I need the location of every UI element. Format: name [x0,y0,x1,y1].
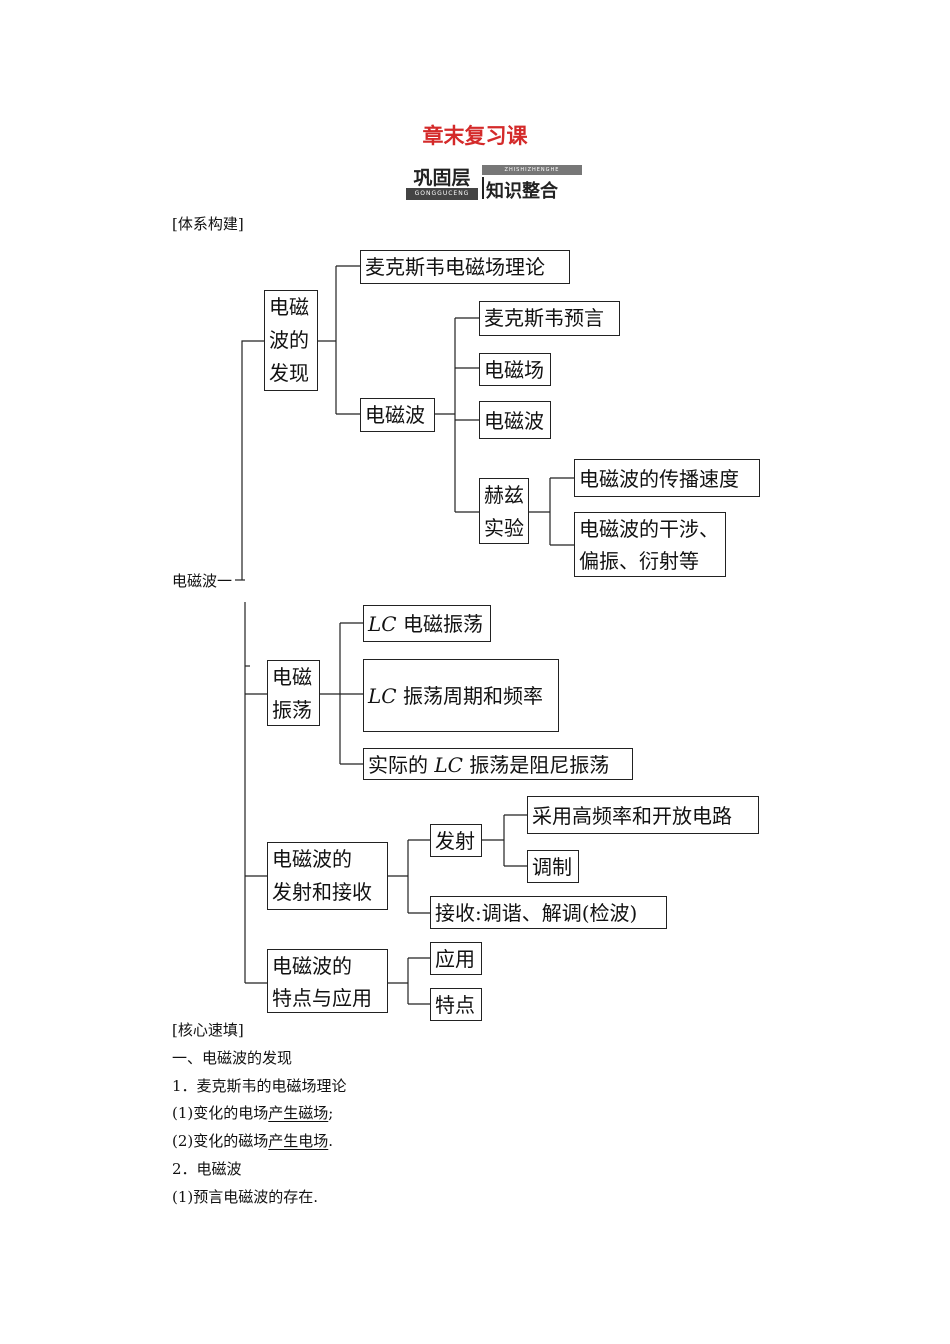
core-line-3: (1)预言电磁波的存在. [172,1188,319,1206]
core-heading-1: 一、电磁波的发现 [172,1049,293,1067]
section-system-heading: [体系构建] [172,215,244,233]
section-banner: 巩固层 GONGGUCENG ZHISHIZHENGHE 知识整合 [406,163,582,202]
node-lc-damped: 实际的 LC 振荡是阻尼振荡 [363,748,633,780]
node-applications: 应用 [430,942,482,975]
core-line-1-post: ; [328,1104,334,1122]
node-lc-damped-text: 振荡是阻尼振荡 [462,753,610,777]
node-em-field: 电磁场 [479,353,551,386]
core-line-2-post: . [328,1132,334,1150]
lc-label: LC [368,684,397,708]
node-lc-period-text: 振荡周期和频率 [396,684,543,708]
node-emit-receive: 电磁波的 发射和接收 [267,842,388,910]
core-item-1: 1．麦克斯韦的电磁场理论 [172,1077,347,1095]
core-line-1: (1)变化的电场产生磁场; [172,1103,333,1123]
node-lc-damped-pre: 实际的 [368,753,435,777]
banner-left-title: 巩固层 [413,167,471,189]
core-line-2-answer: 产生电场 [268,1132,329,1150]
node-modulation: 调制 [527,850,579,883]
banner-right-title: 知识整合 [486,181,558,202]
node-receive: 接收:调谐、解调(检波) [430,896,667,929]
node-propagation-speed: 电磁波的传播速度 [574,459,760,497]
node-lc-oscillation-text: 电磁振荡 [396,612,483,636]
section-core-heading: [核心速填] [172,1021,244,1039]
page-title: 章末复习课 [422,124,528,148]
banner-left-pinyin: GONGGUCENG [406,188,478,200]
node-emit: 发射 [430,824,482,857]
lc-label: LC [434,753,463,777]
node-lc-period-frequency: LC 振荡周期和频率 [363,659,559,732]
core-item-2: 2．电磁波 [172,1160,242,1178]
node-maxwell-theory: 麦克斯韦电磁场理论 [360,250,570,284]
node-interference-polarization: 电磁波的干涉、 偏振、衍射等 [574,512,726,577]
banner-right-pinyin: ZHISHIZHENGHE [482,165,582,175]
banner-divider [482,177,484,199]
node-em-wave: 电磁波 [360,398,435,432]
lc-label: LC [368,612,397,636]
node-em-wave-2: 电磁波 [479,401,551,439]
core-line-2-pre: (2)变化的磁场 [172,1132,269,1150]
node-maxwell-prediction: 麦克斯韦预言 [479,301,620,336]
node-em-wave-discovery: 电磁 波的 发现 [264,290,318,391]
tree-root-label: 电磁波一 [172,572,233,590]
node-features: 特点 [430,988,482,1021]
core-line-1-pre: (1)变化的电场 [172,1104,269,1122]
node-hertz-experiment: 赫兹 实验 [479,478,529,544]
node-high-frequency: 采用高频率和开放电路 [527,796,759,834]
core-line-2: (2)变化的磁场产生电场. [172,1131,333,1151]
node-features-applications: 电磁波的 特点与应用 [267,949,388,1013]
core-line-1-answer: 产生磁场 [268,1104,329,1122]
node-em-oscillation: 电磁 振荡 [267,660,320,726]
node-lc-oscillation: LC 电磁振荡 [363,605,491,642]
